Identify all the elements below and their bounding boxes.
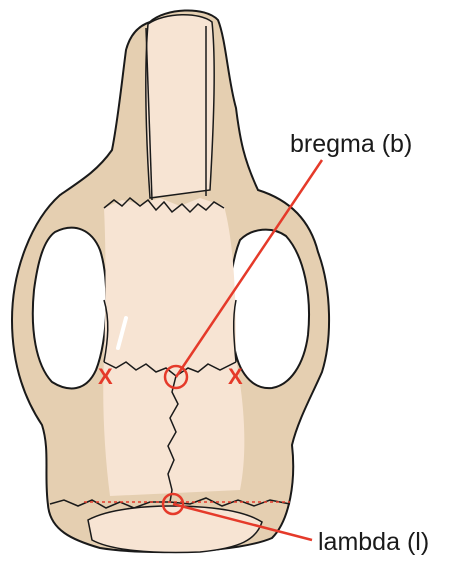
left-orbit [33, 228, 107, 389]
nasal-bones [146, 15, 214, 198]
x-mark-left: X [98, 364, 113, 389]
x-mark-right: X [228, 364, 243, 389]
cranial-plate [103, 198, 244, 496]
bregma-label: bregma (b) [290, 130, 412, 158]
lambda-label: lambda (l) [318, 528, 429, 556]
